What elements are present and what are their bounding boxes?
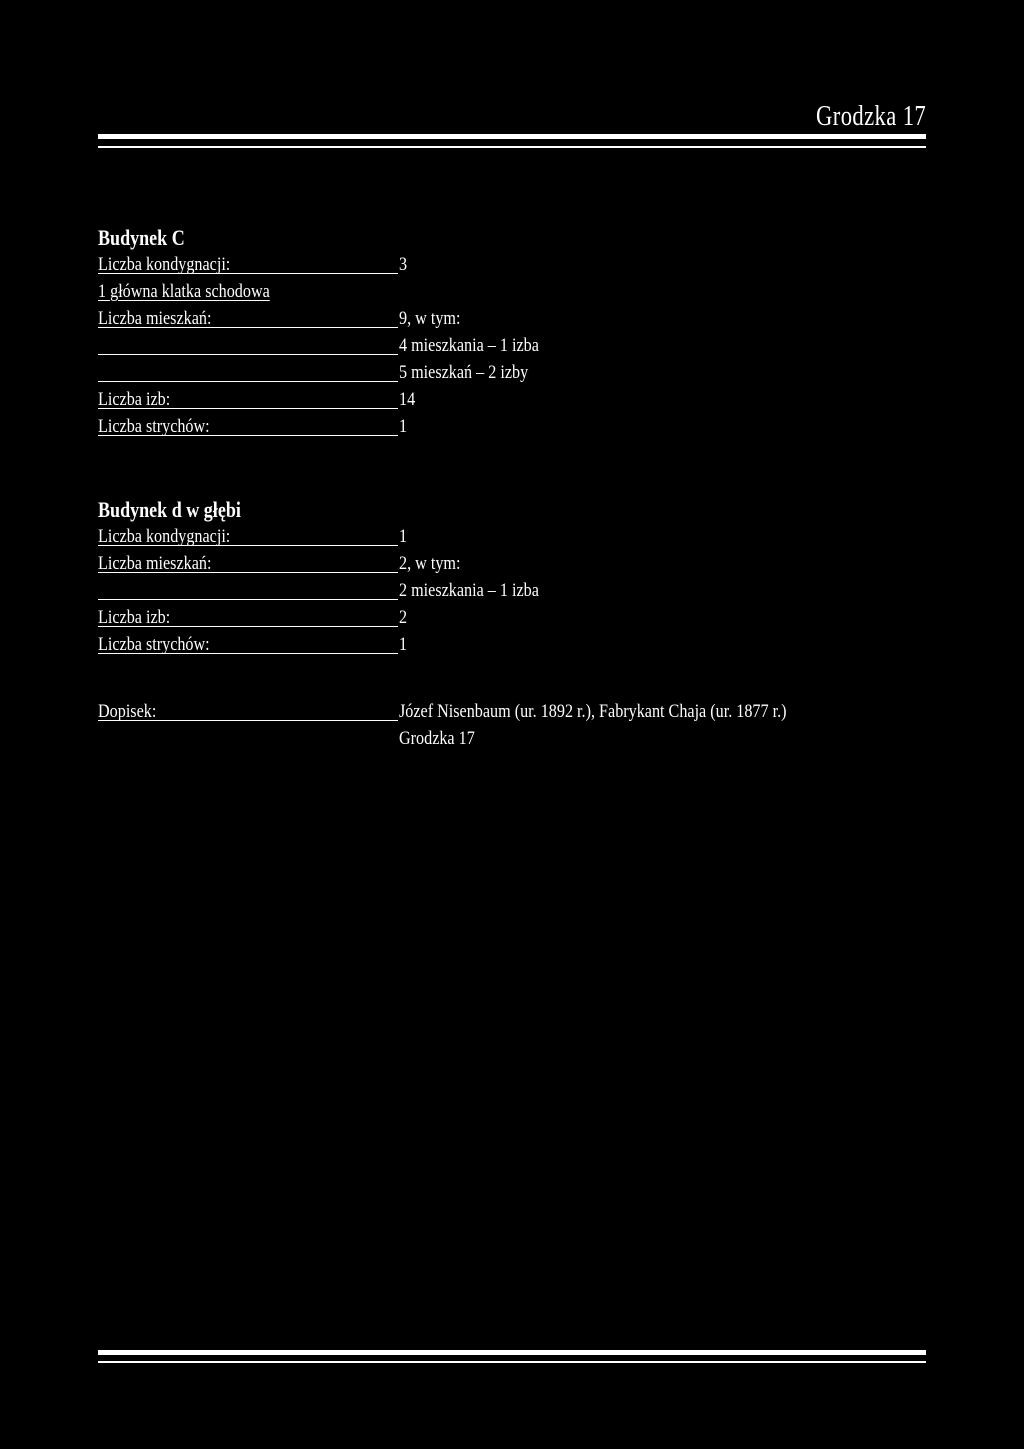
footer-rule-thick bbox=[98, 1350, 926, 1355]
building-d-section: Budynek d w głębi Liczba kondygnacji: 1 … bbox=[98, 496, 926, 658]
building-d-rooms-label: Liczba izb: bbox=[98, 604, 398, 628]
building-c-flats-value: 9, w tym: bbox=[399, 308, 461, 329]
note-section: Dopisek: Józef Nisenbaum (ur. 1892 r.), … bbox=[98, 698, 926, 752]
building-c-attics-row: Liczba strychów: 1 bbox=[98, 413, 926, 440]
building-c-flats-detail-blank-1 bbox=[98, 332, 398, 355]
building-c-heading: Budynek C bbox=[98, 225, 185, 250]
header-rule-thin bbox=[98, 146, 926, 148]
building-c-flats-label: Liczba mieszkań: bbox=[98, 305, 398, 329]
building-c-flats-detail-2: 5 mieszkań – 2 izby bbox=[399, 362, 529, 383]
building-c-flats-detail-blank-2 bbox=[98, 359, 398, 382]
building-c-flats-detail-1: 4 mieszkania – 1 izba bbox=[399, 335, 539, 356]
building-d-attics-row: Liczba strychów: 1 bbox=[98, 631, 926, 658]
building-c-attics-label: Liczba strychów: bbox=[98, 413, 398, 437]
building-d-flats-detail-blank-1 bbox=[98, 577, 398, 600]
note-line-2: Grodzka 17 bbox=[399, 728, 475, 749]
building-c-flats-row: Liczba mieszkań: 9, w tym: bbox=[98, 305, 926, 332]
building-c-floors-value: 3 bbox=[399, 254, 408, 275]
building-d-floors-value: 1 bbox=[399, 526, 408, 547]
building-d-attics-value: 1 bbox=[399, 634, 408, 655]
building-d-attics-label: Liczba strychów: bbox=[98, 631, 398, 655]
building-c-staircase-row: 1 główna klatka schodowa bbox=[98, 278, 926, 305]
building-d-floors-row: Liczba kondygnacji: 1 bbox=[98, 523, 926, 550]
building-c-rooms-row: Liczba izb: 14 bbox=[98, 386, 926, 413]
building-c-attics-value: 1 bbox=[399, 416, 408, 437]
building-c-flats-detail-row-2: 5 mieszkań – 2 izby bbox=[98, 359, 926, 386]
building-c-rooms-value: 14 bbox=[399, 389, 416, 410]
building-d-flats-row: Liczba mieszkań: 2, w tym: bbox=[98, 550, 926, 577]
building-d-flats-value: 2, w tym: bbox=[399, 553, 461, 574]
note-row-2: Grodzka 17 bbox=[98, 725, 926, 752]
note-label: Dopisek: bbox=[98, 698, 398, 722]
building-d-rooms-row: Liczba izb: 2 bbox=[98, 604, 926, 631]
building-d-flats-detail-row-1: 2 mieszkania – 1 izba bbox=[98, 577, 926, 604]
header-rule-thick bbox=[98, 134, 926, 139]
building-c-floors-row: Liczba kondygnacji: 3 bbox=[98, 251, 926, 278]
building-d-rooms-value: 2 bbox=[399, 607, 408, 628]
building-c-section: Budynek C Liczba kondygnacji: 3 1 główna… bbox=[98, 224, 926, 440]
building-c-floors-label: Liczba kondygnacji: bbox=[98, 251, 398, 275]
note-line-1: Józef Nisenbaum (ur. 1892 r.), Fabrykant… bbox=[399, 701, 787, 722]
building-c-rooms-label: Liczba izb: bbox=[98, 386, 398, 410]
footer-rule-thin bbox=[98, 1361, 926, 1363]
note-row: Dopisek: Józef Nisenbaum (ur. 1892 r.), … bbox=[98, 698, 926, 725]
building-d-flats-detail-1: 2 mieszkania – 1 izba bbox=[399, 580, 539, 601]
building-d-flats-label: Liczba mieszkań: bbox=[98, 550, 398, 574]
building-c-flats-detail-row-1: 4 mieszkania – 1 izba bbox=[98, 332, 926, 359]
building-c-staircase: 1 główna klatka schodowa bbox=[98, 281, 270, 302]
building-d-floors-label: Liczba kondygnacji: bbox=[98, 523, 398, 547]
page-title: Grodzka 17 bbox=[815, 100, 926, 132]
building-d-heading: Budynek d w głębi bbox=[98, 497, 241, 522]
